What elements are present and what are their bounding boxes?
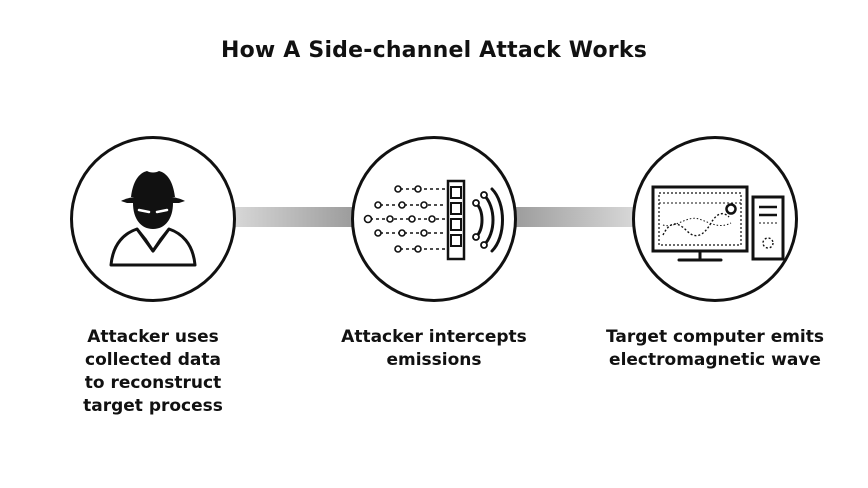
caption-intercept: Attacker intercepts emissions	[309, 326, 559, 372]
caption-line: Target computer emits	[605, 327, 825, 347]
connector-intercept-target	[512, 207, 637, 227]
signal-intercept-icon	[363, 179, 504, 261]
caption-line: to reconstruct	[84, 373, 222, 393]
computer-icon	[651, 185, 785, 262]
hacker-icon	[109, 171, 197, 267]
caption-line: collected data	[85, 350, 221, 370]
caption-line: emissions	[386, 350, 482, 370]
diagram-title: How A Side-channel Attack Works	[221, 38, 647, 63]
caption-target: Target computer emits electromagnetic wa…	[590, 326, 840, 372]
step-circle-target	[632, 136, 798, 302]
caption-line: electromagnetic wave	[609, 350, 821, 370]
step-circle-intercept	[351, 136, 517, 302]
connector-attacker-intercept	[230, 207, 355, 227]
caption-line: Attacker uses	[87, 327, 219, 347]
caption-line: Attacker intercepts	[341, 327, 527, 347]
caption-line: target process	[83, 396, 223, 416]
caption-attacker: Attacker uses collected data to reconstr…	[28, 326, 278, 418]
step-circle-attacker	[70, 136, 236, 302]
